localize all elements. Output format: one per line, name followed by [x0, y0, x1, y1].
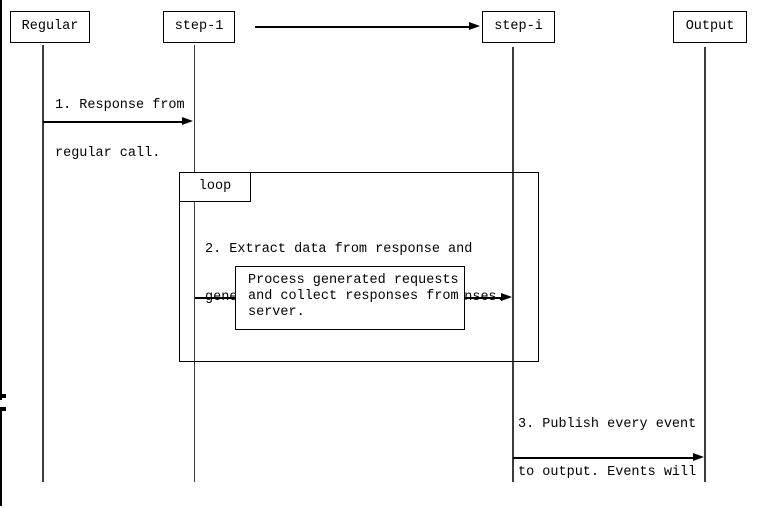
process-connector-right	[465, 297, 501, 299]
process-line-2: and collect responses from	[248, 289, 459, 304]
message-1-label: 1. Response from regular call.	[55, 66, 185, 194]
actor-label-step-i: step-i	[494, 19, 543, 34]
loop-label-box: loop	[179, 172, 251, 202]
message-3-line-1: 3. Publish every event	[518, 417, 697, 432]
actor-box-step-i: step-i	[482, 11, 555, 43]
lifeline-step-i	[512, 47, 514, 482]
loop-frame	[179, 172, 539, 362]
window-border-left-nub-top	[0, 394, 6, 398]
window-border-left-gap	[0, 400, 3, 407]
message-3-label: 3. Publish every event to output. Events…	[518, 385, 704, 508]
chain-arrowhead-icon	[469, 22, 480, 31]
actor-box-step-1: step-1	[163, 11, 235, 43]
actor-box-output: Output	[673, 11, 747, 43]
loop-label: loop	[198, 179, 232, 194]
window-border-left-nub-bottom	[0, 407, 6, 411]
process-line-3: server.	[248, 305, 305, 320]
message-2-line-1: 2. Extract data from response and	[205, 242, 473, 257]
message-1-arrowhead-icon	[182, 117, 193, 126]
actor-label-step-1: step-1	[174, 19, 224, 34]
actor-box-regular: Regular	[10, 11, 90, 43]
process-line-1: Process generated requests	[248, 273, 459, 288]
message-1-line-1: 1. Response from	[55, 98, 185, 113]
lifeline-output	[704, 47, 706, 482]
chain-arrow-line	[255, 26, 469, 28]
process-connector-left	[195, 297, 235, 299]
message-3-line-2: to output. Events will	[518, 465, 697, 480]
actor-label-output: Output	[685, 19, 735, 34]
window-border-left	[0, 0, 2, 506]
process-arrowhead-icon	[501, 293, 512, 302]
message-3-arrow-line	[513, 457, 693, 459]
lifeline-regular	[42, 45, 44, 482]
message-3-arrowhead-icon	[693, 453, 704, 462]
message-1-arrow-line	[43, 121, 182, 123]
lifeline-step-1	[193, 45, 196, 482]
actor-label-regular: Regular	[21, 19, 79, 34]
message-1-line-2: regular call.	[55, 146, 161, 161]
process-box: Process generated requests and collect r…	[235, 266, 465, 330]
